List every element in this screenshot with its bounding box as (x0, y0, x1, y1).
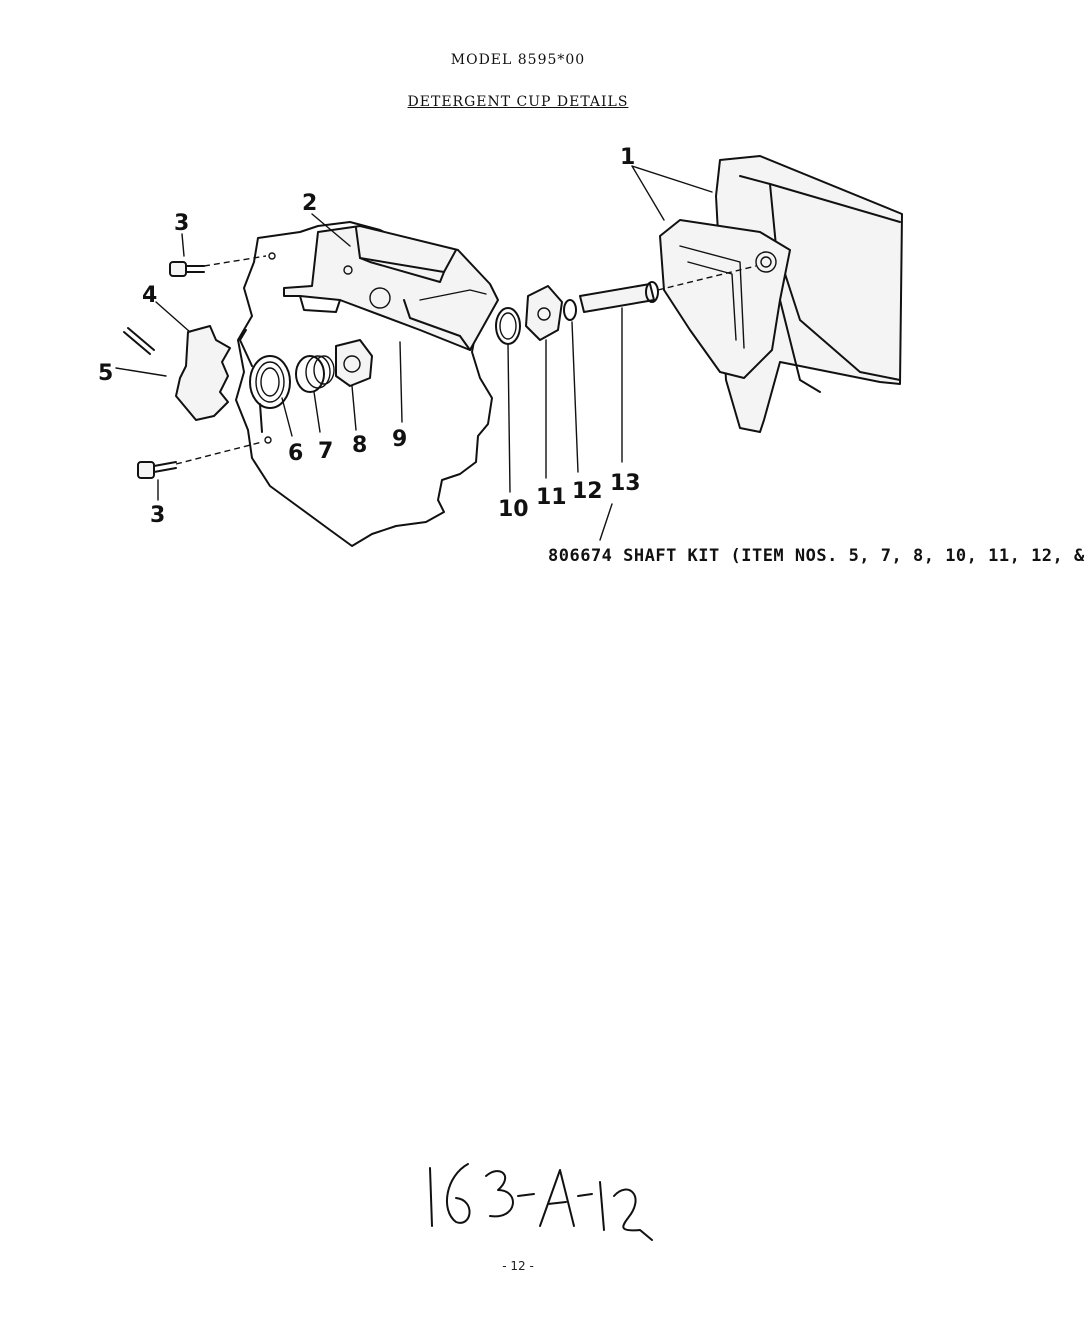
part-11-cam-plate (525, 285, 563, 341)
callout-3-upper: 3 (174, 211, 189, 236)
section-title: DETERGENT CUP DETAILS (407, 94, 629, 110)
part-4-latch-cam (175, 325, 231, 421)
callout-numbers: 1 2 3 4 5 6 7 8 9 10 11 12 13 3 (98, 145, 641, 528)
screw-hole-upper (268, 252, 276, 260)
callout-7: 7 (318, 439, 333, 464)
shaft-kit-note: 806674 SHAFT KIT (ITEM NOS. 5, 7, 8, 10,… (548, 546, 1085, 566)
callout-2: 2 (302, 191, 317, 216)
part-12-washer (563, 299, 577, 321)
exploded-view-drawing: 1 2 3 4 5 6 7 8 9 10 11 12 13 3 (98, 145, 903, 1241)
part-7-compression-spring (295, 355, 335, 393)
handwritten-code-163-A-12 (429, 1163, 653, 1241)
parts-diagram-page: MODEL 8595*00 DETERGENT CUP DETAILS (98, 52, 1084, 1273)
part-2-cup-housing (283, 225, 499, 351)
callout-9: 9 (392, 427, 407, 452)
part-8-nut (335, 339, 373, 387)
callout-5: 5 (98, 361, 113, 386)
page-number: - 12 - (502, 1259, 534, 1273)
part-3-screw-upper (169, 255, 267, 277)
callout-1: 1 (620, 145, 635, 170)
callout-13: 13 (610, 471, 641, 496)
callout-6: 6 (288, 441, 303, 466)
part-3-screw-lower (137, 441, 263, 479)
part-1-cup-assembly (659, 155, 903, 433)
callout-10: 10 (498, 497, 529, 522)
part-6-torsion-spring (239, 329, 291, 433)
part-5-pin (123, 327, 155, 355)
callout-3-lower: 3 (150, 503, 165, 528)
callout-8: 8 (352, 433, 367, 458)
callout-11: 11 (536, 485, 567, 510)
model-title: MODEL 8595*00 (450, 52, 586, 68)
callout-4: 4 (142, 283, 157, 308)
part-13-shaft (579, 265, 757, 313)
screw-hole-lower (264, 436, 272, 444)
leader-lines (115, 165, 713, 541)
callout-12: 12 (572, 479, 603, 504)
